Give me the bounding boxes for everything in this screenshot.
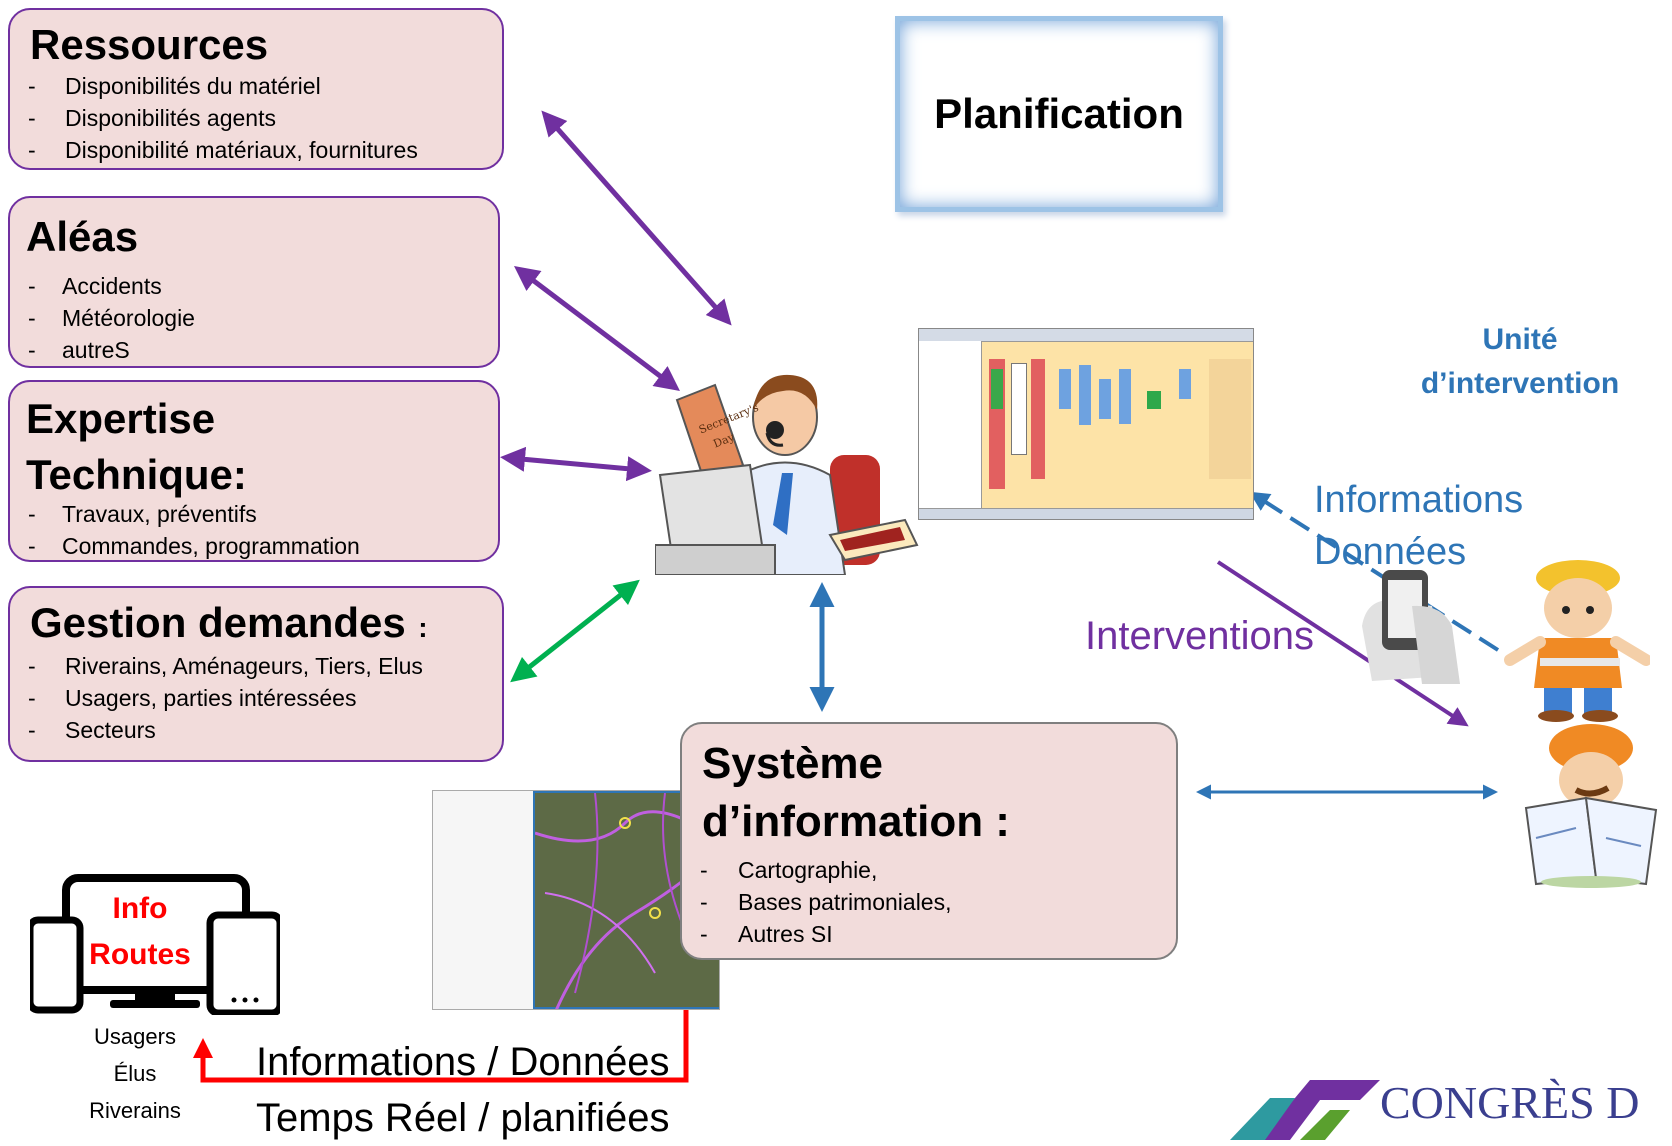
list-item: Météorologie <box>10 302 498 334</box>
planning-block <box>1099 379 1111 419</box>
list-item: Usagers, parties intéressées <box>10 682 502 714</box>
gestion-colon: : <box>418 612 428 643</box>
planification-box: Planification <box>895 16 1223 212</box>
planning-toolbar <box>919 329 1253 342</box>
devices-illustration <box>30 870 280 1015</box>
audience-elus: Élus <box>113 1061 157 1086</box>
list-item: Commandes, programmation <box>10 530 498 560</box>
map-screenshot <box>432 790 720 1010</box>
expertise-list: Travaux, préventifs Commandes, programma… <box>10 498 498 560</box>
engineer-icon <box>1524 724 1658 888</box>
planning-block <box>1119 369 1131 424</box>
planning-block <box>1031 359 1045 479</box>
aleas-title: Aléas <box>26 213 139 260</box>
arrow-gestion <box>510 579 640 683</box>
congres-text: CONGRÈS D <box>1380 1077 1640 1128</box>
engineer-illustration <box>1516 718 1666 888</box>
systeme-box: Système d’information : Cartographie, Ba… <box>680 722 1178 960</box>
arrow-aleas <box>514 265 680 392</box>
smartphone-illustration <box>1352 566 1472 686</box>
arrow-expertise <box>500 446 652 482</box>
map-list-panel <box>433 791 534 1009</box>
devices-icon <box>30 874 280 1015</box>
planification-label: Planification <box>934 90 1184 137</box>
planning-block <box>1209 359 1251 479</box>
planning-block <box>1059 369 1071 409</box>
systeme-title-line1: Système <box>702 739 884 788</box>
list-item: Travaux, préventifs <box>10 498 498 530</box>
expertise-box: Expertise Technique: Travaux, préventifs… <box>8 380 500 562</box>
operator-illustration: Secretary's Day <box>655 355 925 575</box>
planning-statusbar <box>919 508 1253 519</box>
operator-icon: Secretary's Day <box>655 374 919 575</box>
arrow-diffusion-usagers <box>193 1000 689 1083</box>
ressources-box: Ressources Disponibilités du matériel Di… <box>8 8 504 170</box>
unite-line1: Unité <box>1482 323 1558 356</box>
expertise-title-line1: Expertise <box>26 395 216 442</box>
list-item: Riverains, Aménageurs, Tiers, Elus <box>10 650 502 682</box>
info-routes-label: Info Routes <box>80 886 200 978</box>
list-item: Autres SI <box>682 918 1176 950</box>
systeme-list: Cartographie, Bases patrimoniales, Autre… <box>682 854 1176 950</box>
interventions-label: Interventions <box>1085 614 1315 658</box>
info-routes-line2: Routes <box>89 938 191 971</box>
worker-illustration <box>1500 560 1650 722</box>
infos-line1: Informations <box>1314 479 1524 521</box>
info-routes-line1: Info <box>112 892 168 925</box>
infos-line2: Données <box>1314 531 1467 573</box>
aleas-box: Aléas Accidents Météorologie autreS <box>8 196 500 368</box>
list-item: autreS <box>10 334 498 366</box>
planning-block <box>1179 369 1191 399</box>
systeme-title-line2: d’information : <box>702 797 1010 846</box>
planning-block <box>1079 365 1091 425</box>
smartphone-icon <box>1362 570 1460 684</box>
gestion-box: Gestion demandes : Riverains, Aménageurs… <box>8 586 504 762</box>
arrow-ressources <box>541 110 732 326</box>
planning-block <box>1011 363 1027 455</box>
gestion-title: Gestion demandes <box>30 599 406 646</box>
infos-donnees-label: Informations Données <box>1314 474 1523 578</box>
audience-riverains: Riverains <box>89 1098 181 1123</box>
planning-block <box>991 369 1003 409</box>
list-item: Disponibilité matériaux, fournitures <box>10 134 502 166</box>
ressources-list: Disponibilités du matériel Disponibilité… <box>10 70 502 166</box>
congres-logo: CONGRÈS D <box>1220 1060 1672 1140</box>
list-item: Disponibilités du matériel <box>10 70 502 102</box>
aleas-list: Accidents Météorologie autreS <box>10 270 498 366</box>
unite-label: Unité d’intervention <box>1370 318 1670 406</box>
audience-list: Usagers Élus Riverains <box>70 1018 200 1129</box>
caption-line1: Informations / Données <box>256 1040 670 1084</box>
planning-block <box>1147 391 1161 409</box>
list-item: Cartographie, <box>682 854 1176 886</box>
list-item: Accidents <box>10 270 498 302</box>
planning-screenshot <box>918 328 1254 520</box>
worker-icon <box>1504 560 1650 722</box>
gestion-list: Riverains, Aménageurs, Tiers, Elus Usage… <box>10 650 502 746</box>
arrow-informations-donnees <box>1249 491 1500 652</box>
bottom-caption: Informations / Données Temps Réel / plan… <box>256 1034 670 1146</box>
list-item: Secteurs <box>10 714 502 746</box>
unite-line2: d’intervention <box>1420 367 1620 400</box>
list-item: Bases patrimoniales, <box>682 886 1176 918</box>
audience-usagers: Usagers <box>94 1024 176 1049</box>
arrow-interventions <box>1216 560 1469 727</box>
caption-line2: Temps Réel / planifiées <box>256 1096 670 1140</box>
congres-logo-mark <box>1230 1080 1380 1140</box>
list-item: Disponibilités agents <box>10 102 502 134</box>
expertise-title-line2: Technique: <box>26 451 247 498</box>
gestion-title-row: Gestion demandes : <box>10 588 502 646</box>
planning-sidebar <box>919 341 982 519</box>
ressources-title: Ressources <box>30 21 269 68</box>
